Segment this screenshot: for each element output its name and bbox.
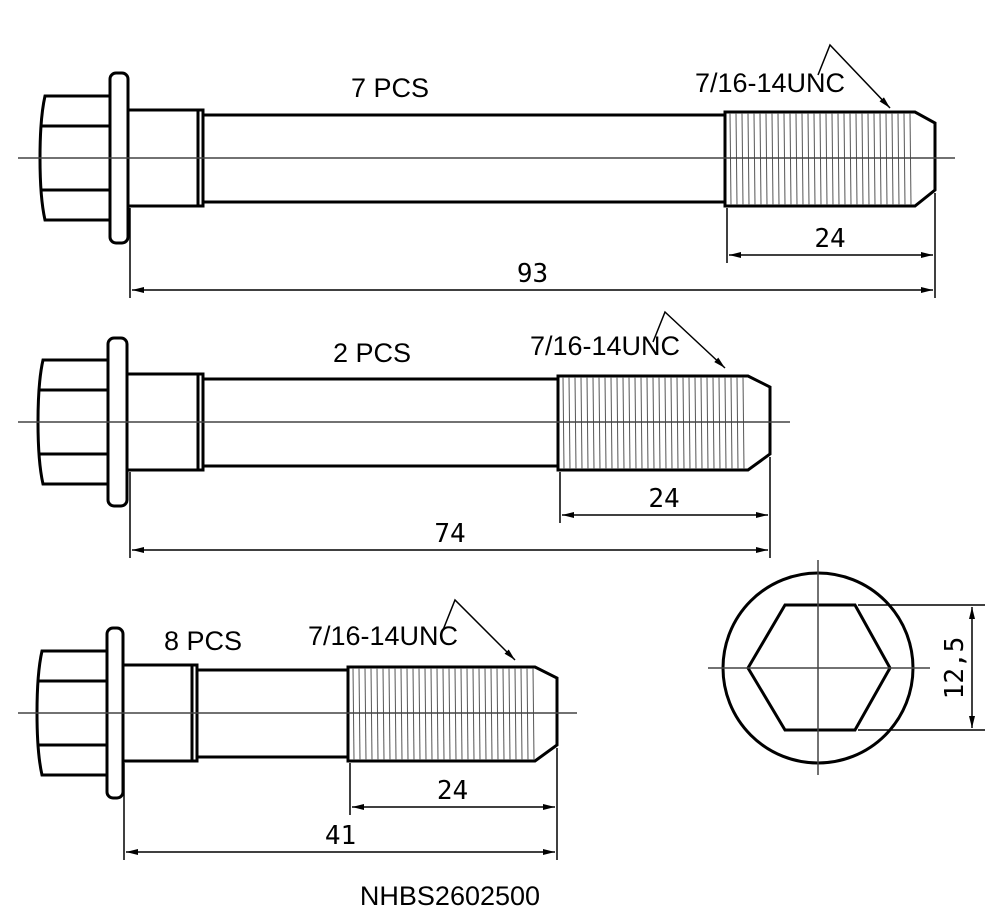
thread-spec-label: 7/16-14UNC bbox=[308, 621, 458, 651]
quantity-label: 7 PCS bbox=[351, 73, 429, 103]
thread-leader bbox=[652, 310, 726, 369]
thread-length-label: 24 bbox=[814, 224, 845, 254]
total-length-label: 41 bbox=[325, 821, 356, 851]
part-number: NHBS2602500 bbox=[360, 881, 540, 911]
thread-outline bbox=[556, 374, 772, 472]
thread-outline bbox=[723, 110, 937, 208]
thread-leader bbox=[817, 43, 891, 109]
thread-hatch bbox=[562, 376, 745, 470]
bolt-1 bbox=[18, 43, 955, 298]
end-view: 12,5 bbox=[708, 560, 985, 775]
thread-length-label: 24 bbox=[437, 776, 468, 806]
thread-hatch bbox=[729, 112, 912, 206]
quantity-label: 8 PCS bbox=[164, 626, 242, 656]
thread-spec-label: 7/16-14UNC bbox=[530, 331, 680, 361]
quantity-label: 2 PCS bbox=[333, 338, 411, 368]
thread-length-label: 24 bbox=[648, 484, 679, 514]
total-length-label: 74 bbox=[434, 519, 465, 549]
rod bbox=[197, 668, 348, 759]
thread-spec-label: 7/16-14UNC bbox=[695, 68, 845, 98]
thread-outline bbox=[346, 665, 559, 763]
bolt-2 bbox=[18, 310, 790, 558]
bolt-3 bbox=[18, 598, 577, 860]
hex-size-label: 12,5 bbox=[940, 637, 970, 700]
thread-leader bbox=[442, 598, 516, 661]
rod bbox=[203, 113, 725, 204]
total-length-label: 93 bbox=[517, 259, 548, 289]
rod bbox=[203, 377, 558, 468]
thread-hatch bbox=[352, 667, 535, 761]
